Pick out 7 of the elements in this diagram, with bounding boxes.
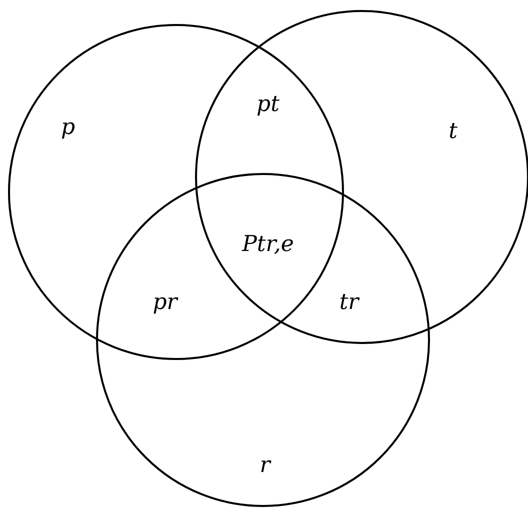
- region-label: Ptr,e: [242, 234, 294, 256]
- region-label: pt: [256, 94, 280, 116]
- region-label: p: [60, 117, 76, 139]
- region-label: tr: [339, 292, 359, 314]
- region-label: pr: [152, 292, 178, 314]
- region-label: r: [260, 455, 270, 477]
- region-label: t: [448, 121, 458, 143]
